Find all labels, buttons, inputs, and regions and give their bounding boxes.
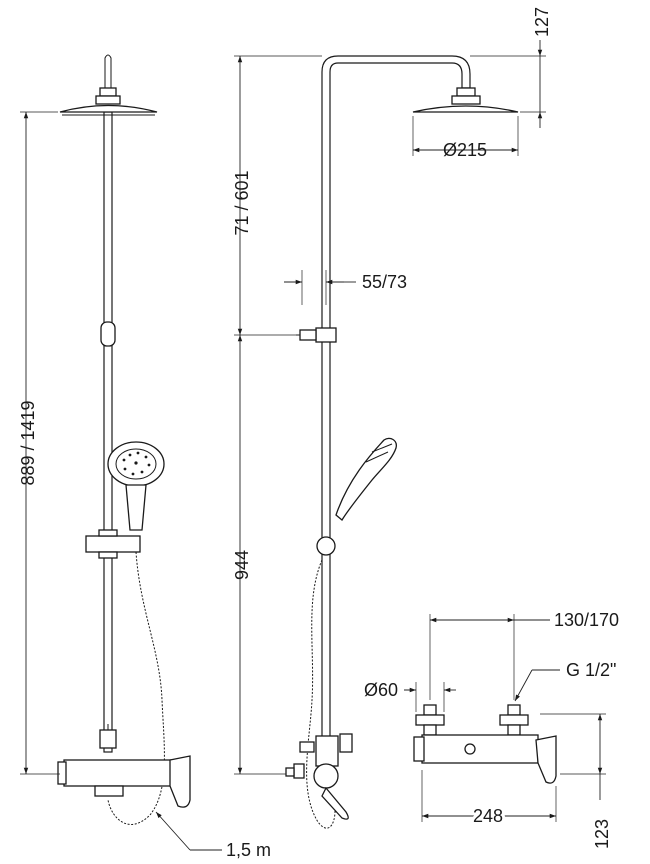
dim-center-distance-label: 130/170 — [554, 610, 619, 630]
dim-wall-distance-label: 55/73 — [362, 272, 407, 292]
dim-mixer-depth: 123 — [540, 713, 612, 849]
front-head-stem — [104, 54, 112, 90]
front-diverter — [99, 724, 117, 749]
front-bar-clamp — [100, 321, 116, 347]
front-view — [57, 54, 191, 825]
mixer-left-knob — [413, 736, 425, 762]
hose-length-label: 1,5 m — [226, 840, 271, 860]
side-wall-bracket — [296, 327, 337, 343]
side-rain-shower-head — [412, 87, 519, 113]
hose-length-callout: 1,5 m — [155, 811, 271, 860]
dim-mixer-depth-label: 123 — [592, 819, 612, 849]
mixer-detail-view — [413, 704, 557, 784]
dim-total-height-label: 889 / 1419 — [18, 400, 38, 485]
mixer-body — [421, 734, 539, 764]
side-hand-shower — [335, 437, 397, 521]
dim-bar-height-label: 944 — [232, 550, 252, 580]
mixer-right-lever — [535, 735, 557, 784]
dim-inlet-thread: G 1/2" — [514, 660, 616, 702]
dim-head-diameter-label: Ø215 — [443, 140, 487, 160]
front-shower-hose — [107, 551, 165, 825]
dim-head-offset-label: 127 — [532, 7, 552, 37]
dim-arm-height-label: 71 / 601 — [232, 170, 252, 235]
side-mixer-body — [285, 733, 353, 820]
dim-head-offset: 127 — [470, 7, 552, 128]
front-slider-holder — [85, 529, 141, 559]
front-mixer-body — [57, 755, 191, 808]
mixer-left-inlet — [415, 704, 445, 736]
side-view — [285, 55, 519, 829]
dim-wall-distance: 55/73 — [284, 270, 407, 305]
dim-bar-height: 944 — [232, 335, 286, 775]
side-shower-hose — [306, 559, 336, 829]
dim-arm-height: 71 / 601 — [232, 55, 322, 336]
dim-mixer-width-label: 248 — [473, 806, 503, 826]
dim-cap-diameter: Ø60 — [364, 680, 456, 712]
front-rain-shower-head — [59, 87, 158, 116]
mixer-right-inlet — [499, 704, 529, 736]
dim-head-diameter: Ø215 — [412, 116, 519, 160]
dim-mixer-width: 248 — [421, 770, 557, 829]
dim-total-height: 889 / 1419 — [18, 111, 60, 775]
front-hand-shower — [107, 441, 165, 531]
dim-inlet-thread-label: G 1/2" — [566, 660, 616, 680]
side-slider-knob — [316, 536, 336, 556]
front-riser-pipe — [103, 111, 113, 753]
dim-cap-diameter-label: Ø60 — [364, 680, 398, 700]
mixer-outlet — [464, 743, 476, 755]
dim-center-distance: 130/170 — [429, 610, 619, 700]
